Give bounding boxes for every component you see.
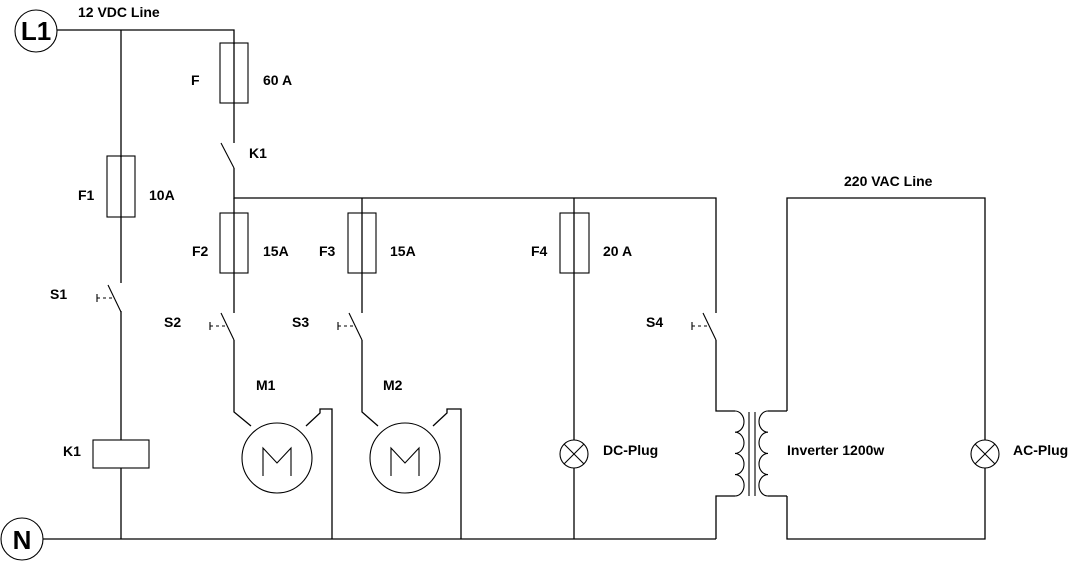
dc-line-title: 12 VDC Line bbox=[78, 4, 160, 20]
fuse-f2: F2 15A bbox=[192, 212, 289, 274]
terminal-l1-label: L1 bbox=[21, 16, 51, 46]
ac-plug: AC-Plug bbox=[970, 439, 1068, 469]
switch-s4-label: S4 bbox=[646, 314, 663, 330]
wire-s3-m2 bbox=[361, 340, 379, 427]
fuse-f4: F4 20 A bbox=[531, 212, 632, 274]
inverter-label: Inverter 1200w bbox=[787, 442, 884, 458]
wiring bbox=[43, 29, 986, 540]
fuse-f-id: F bbox=[191, 72, 200, 88]
dc-plug-label: DC-Plug bbox=[603, 442, 658, 458]
fuse-f1-rating: 10A bbox=[149, 187, 175, 203]
motor-m1-label: M1 bbox=[256, 377, 276, 393]
wire-s4-primary bbox=[715, 340, 735, 412]
terminal-n-label: N bbox=[13, 525, 32, 555]
switch-s3-blade bbox=[348, 312, 363, 341]
coil-k1-body bbox=[92, 439, 150, 469]
contact-k1: K1 bbox=[220, 142, 267, 169]
fuse-f2-id: F2 bbox=[192, 243, 209, 259]
contact-k1-blade bbox=[220, 142, 235, 169]
contact-k1-label: K1 bbox=[249, 145, 267, 161]
fuse-f: F 60 A bbox=[191, 42, 292, 104]
wire-ac-bottom bbox=[786, 468, 986, 540]
terminal-l1: L1 bbox=[14, 9, 58, 53]
switch-s1-label: S1 bbox=[50, 286, 67, 302]
wire-primary-n bbox=[715, 495, 735, 539]
fuse-f4-rating: 20 A bbox=[603, 243, 632, 259]
fuse-f4-body bbox=[559, 212, 590, 274]
motor-m1-circle bbox=[241, 422, 313, 494]
terminal-l1-circle bbox=[14, 9, 58, 53]
motor-m1-m-glyph bbox=[262, 446, 292, 476]
wire-s2-m1 bbox=[233, 340, 252, 427]
switch-s2-label: S2 bbox=[164, 314, 181, 330]
fuse-f3-body bbox=[347, 212, 377, 274]
fuse-f2-body bbox=[219, 212, 249, 274]
transformer-primary-coil bbox=[734, 410, 745, 497]
switch-s1: S1 bbox=[50, 284, 122, 313]
ac-plug-lamp-icon bbox=[970, 439, 1000, 469]
fuse-f-rating: 60 A bbox=[263, 72, 292, 88]
switch-s3: S3 bbox=[292, 312, 363, 341]
wire-ac-top bbox=[786, 197, 986, 440]
dc-plug-lamp-icon bbox=[559, 439, 589, 469]
wire-m2-return bbox=[432, 408, 462, 539]
coil-k1-label: K1 bbox=[63, 443, 81, 459]
transformer-secondary-coil bbox=[758, 410, 769, 497]
motor-m1: M1 bbox=[241, 377, 313, 494]
ac-plug-lamp-cross-b bbox=[974, 443, 996, 465]
switch-s4: S4 bbox=[646, 312, 717, 341]
fuse-f3-id: F3 bbox=[319, 243, 336, 259]
coil-k1: K1 bbox=[63, 439, 150, 469]
dc-plug: DC-Plug bbox=[559, 439, 658, 469]
motor-m2-label: M2 bbox=[383, 377, 403, 393]
motor-m2: M2 bbox=[369, 377, 441, 494]
switch-s2-blade bbox=[220, 312, 235, 341]
wire-l1-bus bbox=[57, 29, 235, 44]
switch-s1-blade bbox=[107, 284, 122, 313]
ac-line-title: 220 VAC Line bbox=[844, 173, 933, 189]
motor-m2-circle bbox=[369, 422, 441, 494]
fuse-f1-id: F1 bbox=[78, 187, 95, 203]
fuse-f2-rating: 15A bbox=[263, 243, 289, 259]
wire-dc-bus bbox=[233, 168, 717, 313]
dc-plug-lamp-cross-b bbox=[563, 443, 585, 465]
fuse-f3: F3 15A bbox=[319, 212, 416, 274]
switch-s3-label: S3 bbox=[292, 314, 309, 330]
motor-m2-m-glyph bbox=[390, 446, 420, 476]
inverter-transformer: Inverter 1200w bbox=[734, 410, 884, 497]
switch-s4-blade bbox=[702, 312, 717, 341]
ac-plug-label: AC-Plug bbox=[1013, 442, 1068, 458]
wire-m1-return bbox=[305, 408, 333, 539]
fuse-f3-rating: 15A bbox=[390, 243, 416, 259]
fuse-f4-id: F4 bbox=[531, 243, 548, 259]
fuse-f1: F1 10A bbox=[78, 155, 175, 218]
switch-s2: S2 bbox=[164, 312, 235, 341]
terminal-n: N bbox=[0, 517, 44, 561]
